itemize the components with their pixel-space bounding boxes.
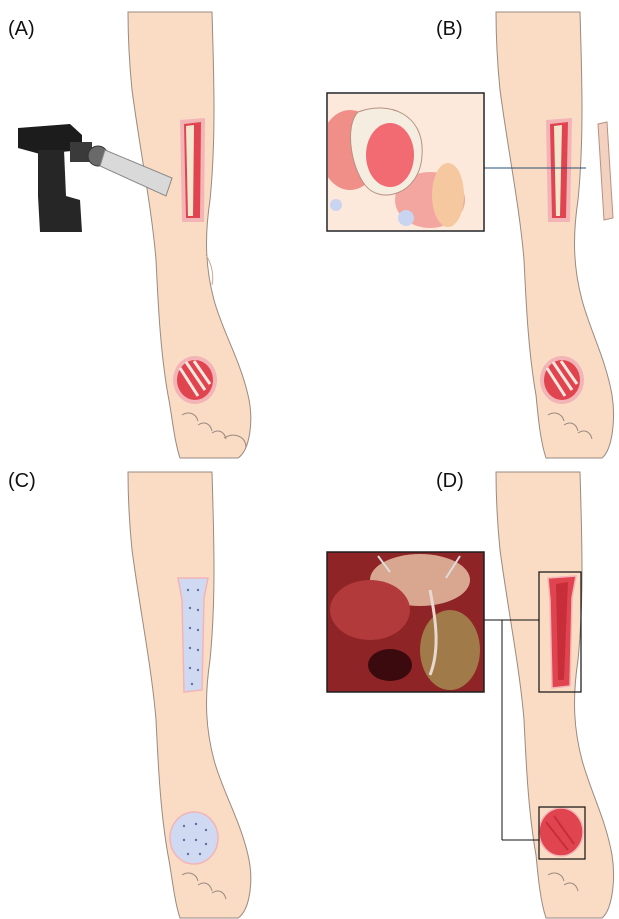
- panel-c-illustration: [0, 460, 309, 919]
- bone-strip: [598, 122, 613, 220]
- panel-d-illustration: [310, 460, 619, 919]
- panel-d: (D): [310, 460, 619, 919]
- clinical-photo-inset: [327, 552, 484, 692]
- cross-section-inset: [320, 93, 484, 231]
- panel-b: (B): [310, 0, 619, 459]
- panel-b-illustration: [310, 0, 619, 459]
- panel-a-illustration: [0, 0, 309, 459]
- granulated-foot-wound: [539, 808, 583, 856]
- tibial-incision: [546, 118, 572, 222]
- foot-dressing: [170, 812, 218, 864]
- dorsal-foot-wound: [173, 356, 217, 404]
- panel-a: (A): [0, 0, 309, 459]
- dorsal-foot-wound: [540, 356, 584, 404]
- tibial-incision: [180, 118, 205, 222]
- panel-c: (C): [0, 460, 309, 919]
